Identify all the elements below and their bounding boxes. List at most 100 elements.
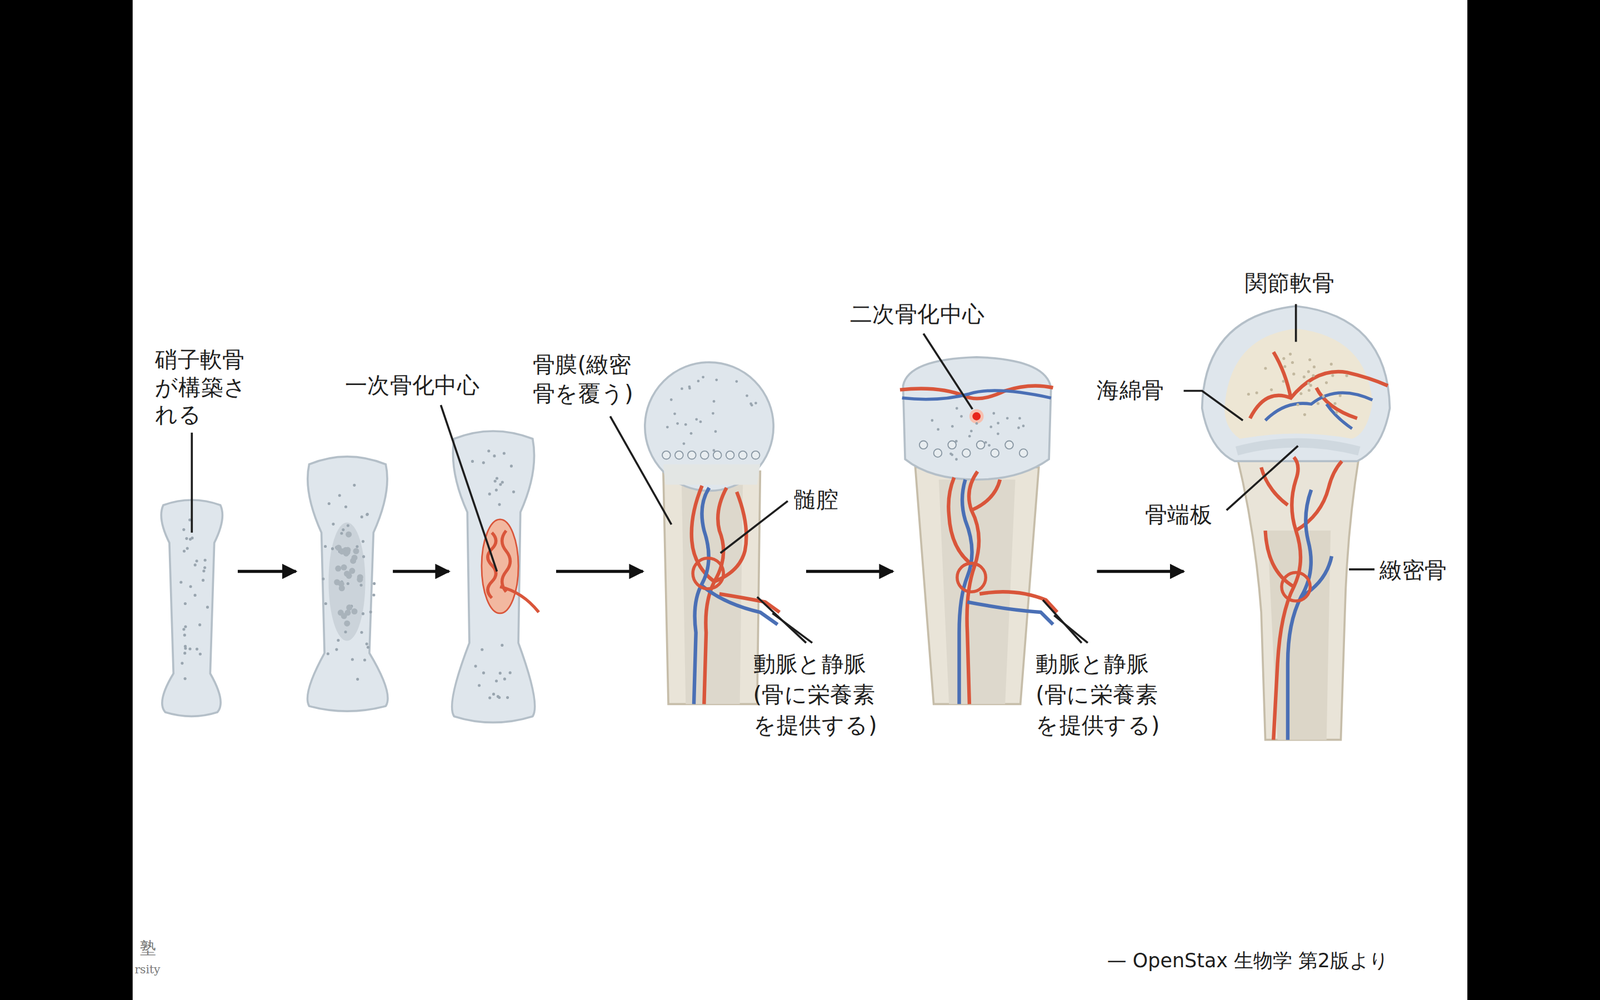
bone-with-periosteum [663,471,760,705]
cell-dot [713,451,722,460]
cell-dot [673,412,677,415]
cell-dot [1333,402,1337,405]
cell-dot [987,443,991,447]
part-label: 二次骨化中心 [850,300,1014,328]
bone-secondary-center [900,357,1058,704]
cell-dot [498,482,502,486]
cell-dot [508,671,512,674]
cell-dot [715,378,718,382]
cell-dot [1330,362,1333,366]
cell-dot [512,490,515,494]
cell-dot [1282,357,1285,360]
cell-dot [361,540,365,543]
cell-dot [183,602,187,605]
bone-with-periosteum [663,464,760,485]
leader-line [1226,446,1299,511]
cell-dot [1325,381,1328,384]
cell-dot [711,412,715,415]
cell-dot [1331,373,1334,377]
mature-long-bone [1224,328,1373,439]
cell-dot [488,696,492,700]
watermark: rsity [134,963,160,978]
cell-dot [701,375,705,379]
cell-dot [188,647,192,650]
stage-arrows [806,570,893,574]
cell-dot [185,537,188,540]
cell-dot [495,488,498,492]
cell-dot [749,402,753,405]
cell-dot [360,631,363,634]
cell-dot [951,425,954,428]
cell-dot [501,480,504,484]
cell-dot [495,476,499,480]
cell-dot [666,425,669,429]
cell-dot [182,528,185,532]
cell-dot [1302,375,1306,379]
cell-dot [1292,372,1295,376]
cell-dot [996,421,1000,425]
cell-dot [477,683,481,687]
cell-dot [496,695,500,698]
cell-dot [1308,358,1312,362]
cell-dot [323,545,327,548]
cell-dot [950,453,954,457]
cell-dot [471,460,474,463]
cell-dot [497,502,501,506]
cell-dot [1307,370,1310,373]
mature-long-bone [1236,455,1359,740]
leader-line [610,416,672,525]
side-bar [0,0,133,1000]
bone-secondary-center [915,467,1039,704]
cell-dot [975,422,979,425]
cell-dot [1017,426,1020,430]
part-label: 一次骨化中心 [345,371,509,400]
cell-dot [1307,388,1311,392]
mature-long-bone [1281,572,1310,601]
cell-dot [482,671,485,675]
cell-dot [714,430,718,433]
leader-line [440,405,497,572]
cell-dot [487,449,490,453]
cell-dot [687,451,697,460]
cell-dot [712,448,716,452]
cell-dot [493,479,497,483]
cell-dot [335,647,338,651]
cell-dot [366,512,369,516]
cell-dot [327,502,331,505]
leader-line [190,432,193,533]
cell-dot [359,583,363,587]
cell-dot [351,608,358,615]
primary-ossification-bone [487,530,539,613]
cell-dot [341,528,345,532]
cell-dot [366,645,370,649]
cell-dot [1022,424,1025,428]
cell-dot [346,582,350,585]
part-label: 緻密骨 [1379,556,1465,584]
cell-dot [1299,392,1303,395]
cell-dot [372,582,376,585]
cell-dot [1006,416,1009,420]
leader-line [720,501,788,554]
cell-dot [344,548,351,555]
cell-dot [495,679,498,683]
mature-long-bone [1250,352,1388,419]
source-credit: — OpenStax 生物学 第2版より [1107,947,1389,973]
cell-dot [341,612,348,619]
cell-dot [996,432,1000,435]
cell-dot [326,652,330,655]
cell-dot [675,451,684,460]
cell-dot [1311,374,1315,378]
mature-long-bone [1202,306,1390,740]
cell-dot [355,545,359,548]
cell-dot [202,569,205,573]
cell-dot [186,547,189,550]
cell-dot [933,448,943,458]
cell-dot [361,612,365,615]
cell-dot [976,440,985,449]
cell-dot [351,657,354,661]
cartilage-model [328,522,365,641]
bone-with-periosteum [645,362,774,491]
cell-dot [1263,366,1267,370]
stage-arrows [1096,570,1184,574]
